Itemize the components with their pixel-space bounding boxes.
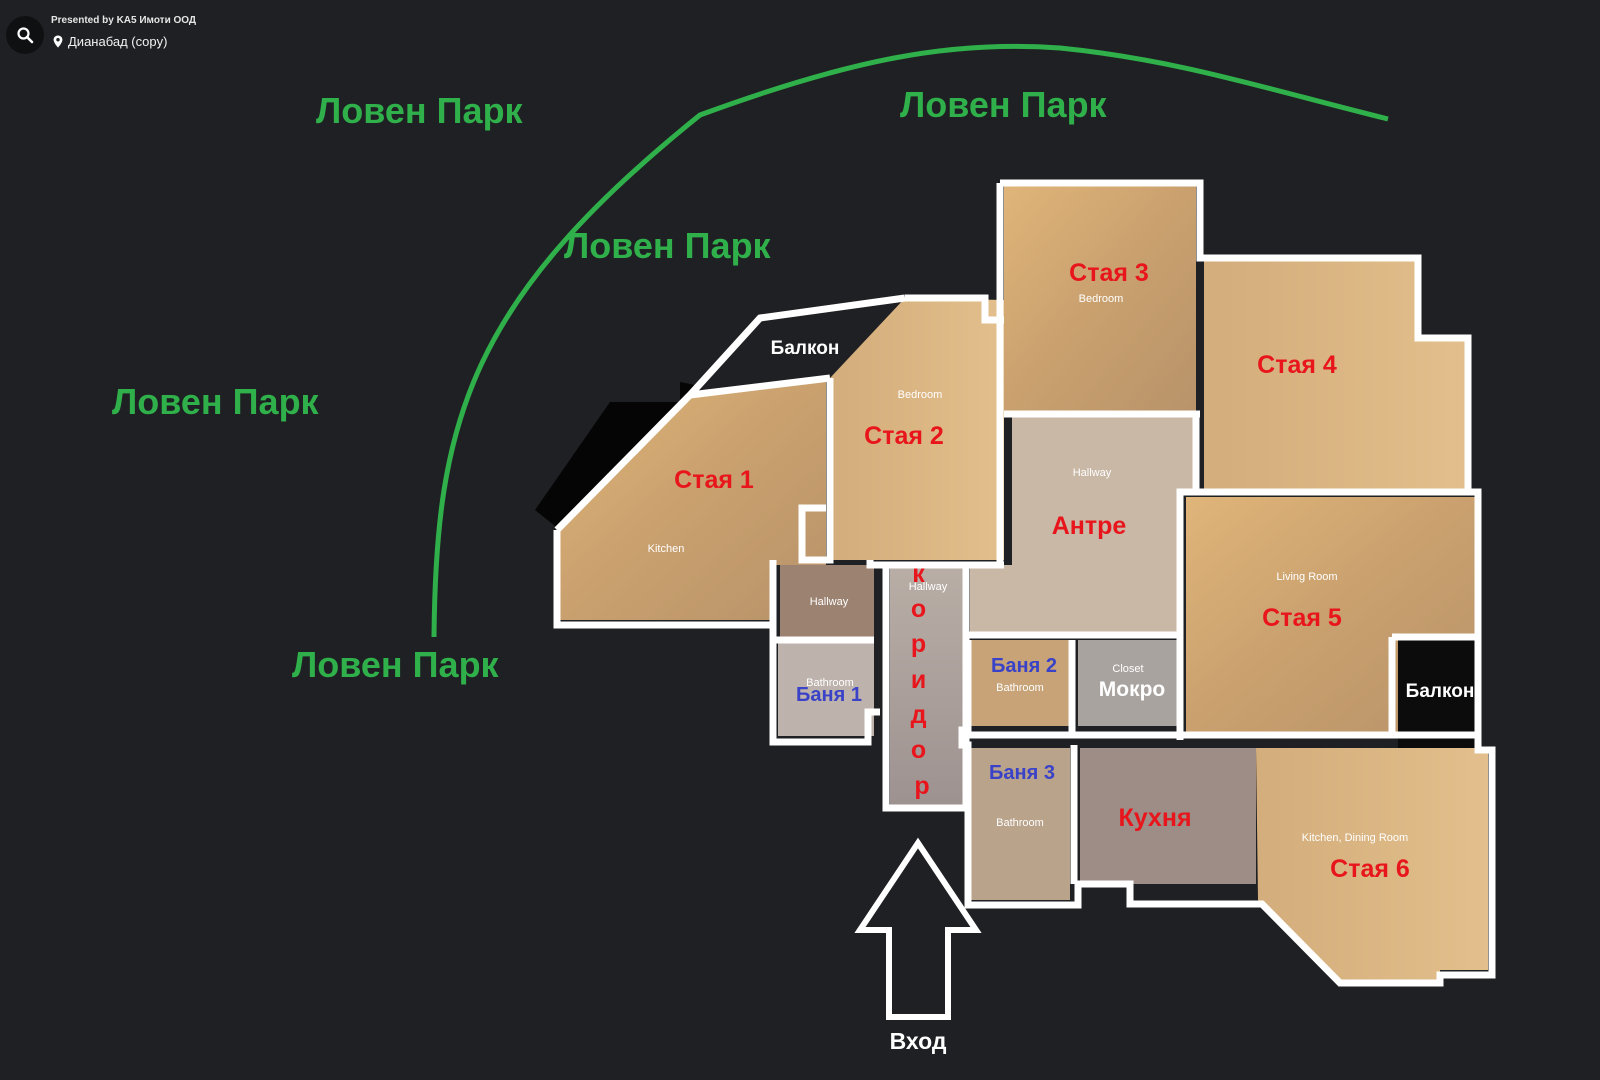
room-tag-label[interactable]: Hallway bbox=[1073, 467, 1112, 479]
floor-bath-3 bbox=[970, 748, 1070, 900]
floor-hallway-small bbox=[780, 565, 874, 640]
park-label: Ловен Парк bbox=[316, 90, 524, 131]
room-label-bath-1: Баня 1 bbox=[796, 684, 862, 706]
room-label-bath-3: Баня 3 bbox=[989, 762, 1055, 784]
room-tag-label[interactable]: Hallway bbox=[909, 581, 948, 593]
room-label-bath-2: Баня 2 bbox=[991, 655, 1057, 677]
room-label-5: Стая 5 bbox=[1262, 604, 1342, 632]
park-label: Ловен Парк bbox=[292, 644, 500, 685]
floor-bath-2 bbox=[970, 640, 1070, 726]
floor-balcony-right bbox=[1398, 637, 1478, 750]
room-label-2: Стая 2 bbox=[864, 422, 944, 450]
floor-room-6 bbox=[1256, 748, 1488, 980]
room-tag-label[interactable]: Hallway bbox=[810, 596, 849, 608]
location-label: Дианабад (copy) bbox=[68, 34, 168, 49]
room-label-antre: Антре bbox=[1052, 512, 1127, 540]
room-tag-label[interactable]: Living Room bbox=[1276, 571, 1337, 583]
park-boundary-line bbox=[431, 43, 1389, 638]
room-tag-label[interactable]: Bedroom bbox=[898, 389, 943, 401]
location-link[interactable]: Дианабад (copy) bbox=[53, 34, 167, 49]
search-button[interactable] bbox=[6, 16, 44, 54]
floor-room-1 bbox=[557, 378, 826, 620]
walls bbox=[553, 179, 1496, 987]
floor-antre bbox=[970, 414, 1196, 635]
room-tag-label[interactable]: Bathroom bbox=[996, 682, 1044, 694]
room-tag-label[interactable]: Closet bbox=[1112, 663, 1143, 675]
floor-kitchen bbox=[1080, 748, 1256, 884]
room-tag-label[interactable]: Bedroom bbox=[1079, 293, 1124, 305]
room-label-balcony-right: Балкон bbox=[1406, 681, 1475, 702]
room-label-kitchen: Кухня bbox=[1118, 804, 1191, 832]
room-tag-label[interactable]: Bathroom bbox=[806, 677, 854, 689]
floor-bath-1 bbox=[778, 642, 874, 736]
room-label-1: Стая 1 bbox=[674, 466, 754, 494]
search-icon bbox=[17, 27, 34, 44]
park-label: Ловен Парк bbox=[112, 381, 320, 422]
map-pin-icon bbox=[53, 35, 63, 48]
park-label: Ловен Парк bbox=[900, 84, 1108, 125]
room-tag-label[interactable]: Kitchen bbox=[648, 543, 685, 555]
floor-room-4 bbox=[1204, 256, 1468, 492]
floor-room-3 bbox=[1004, 186, 1196, 414]
floor-balcony-top bbox=[690, 298, 905, 395]
room-label-6: Стая 6 bbox=[1330, 855, 1410, 883]
floor-corridor bbox=[890, 565, 966, 805]
room-label-wet: Мокро bbox=[1099, 678, 1166, 701]
entrance-label: Вход bbox=[890, 1028, 947, 1054]
room-label-corridor: к о р и д о р bbox=[911, 560, 934, 800]
room-tag-label[interactable]: Kitchen, Dining Room bbox=[1302, 832, 1408, 844]
floor-room-2 bbox=[830, 298, 1004, 560]
presenter-text: Presented by KA5 Имоти ООД bbox=[51, 15, 197, 26]
floor-wet bbox=[1078, 640, 1178, 726]
park-label: Ловен Парк bbox=[564, 225, 772, 266]
room-label-4: Стая 4 bbox=[1257, 351, 1337, 379]
room-label-balcony-top: Балкон bbox=[771, 338, 840, 359]
room-tag-label[interactable]: Bathroom bbox=[996, 817, 1044, 829]
room-label-3: Стая 3 bbox=[1069, 259, 1149, 287]
entrance-arrow-icon bbox=[854, 837, 982, 1020]
